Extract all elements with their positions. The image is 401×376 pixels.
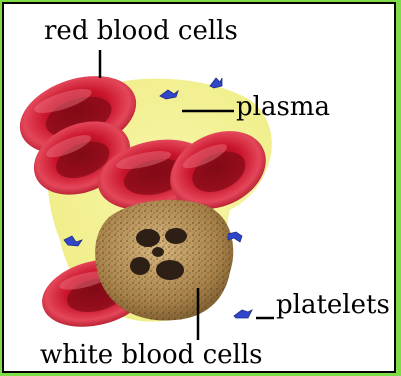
red-blood-cells-label: red blood cells [44, 18, 238, 44]
platelets-label: platelets [276, 292, 390, 318]
plasma-label: plasma [236, 94, 330, 120]
white-blood-cell [95, 200, 233, 321]
white-blood-cells-label: white blood cells [40, 342, 263, 368]
